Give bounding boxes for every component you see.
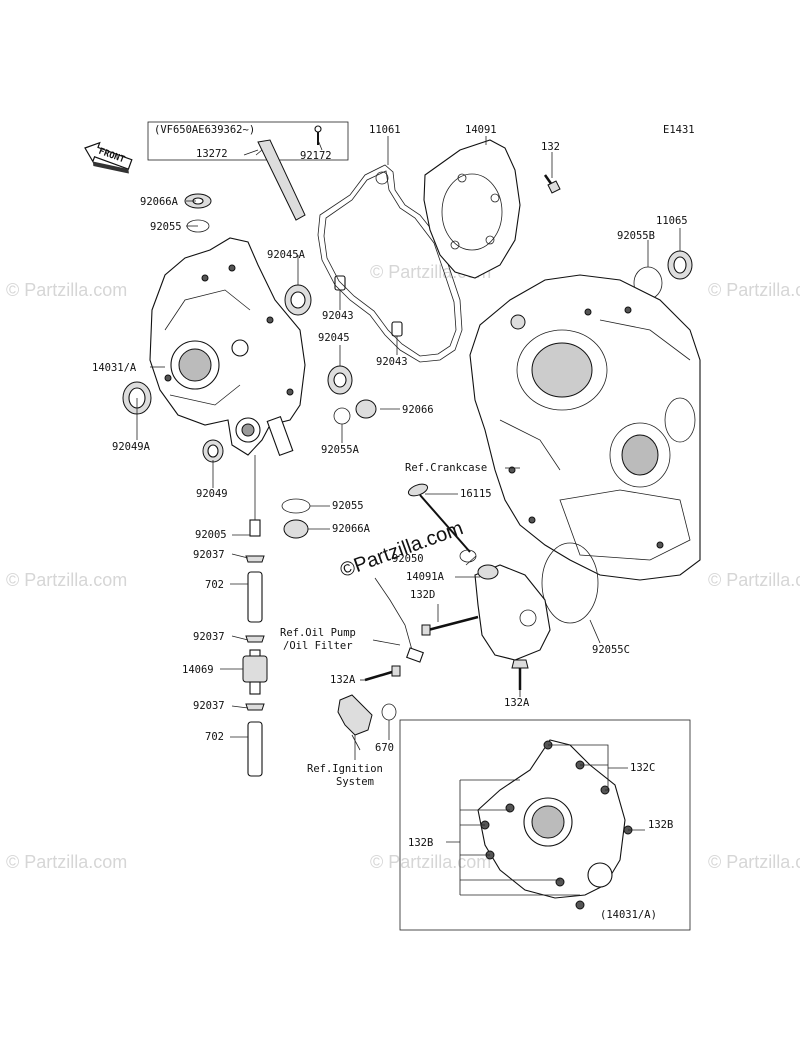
part-132A-bolt (511, 659, 529, 690)
ref-ignition[interactable]: Ref.Ignition (307, 763, 383, 775)
part-14031A-cover (149, 237, 306, 457)
part-702-hose (247, 571, 263, 623)
callout-92066A[interactable]: 92066A (332, 523, 370, 535)
callout-132D[interactable]: 132D (410, 589, 436, 601)
watermark: © Partzilla.com (708, 280, 800, 300)
part-92055A-oring (333, 407, 351, 425)
callout-92055[interactable]: 92055 (332, 500, 364, 512)
part-16115-dipstick (407, 483, 471, 553)
part-92066A-plug (283, 519, 309, 539)
callout-132B[interactable]: 132B (408, 837, 434, 849)
callout-14091[interactable]: 14091 (465, 124, 497, 136)
callout-14031A[interactable]: 14031/A (92, 362, 137, 374)
callout-92037[interactable]: 92037 (193, 631, 225, 643)
callout-14091A[interactable]: 14091A (406, 571, 444, 583)
part-92043-dowel (334, 275, 346, 291)
part-13272 (257, 139, 306, 221)
callout-11065[interactable]: 11065 (656, 215, 688, 227)
part-ignition-ref (337, 694, 373, 751)
part-92037-clamp (245, 635, 265, 643)
callout-92043[interactable]: 92043 (376, 356, 408, 368)
callout-92055[interactable]: 92055 (150, 221, 182, 233)
callout-92049[interactable]: 92049 (196, 488, 228, 500)
callout-132A[interactable]: 132A (504, 697, 530, 709)
part-14091A-cover (474, 564, 551, 661)
serial-bracket (147, 121, 349, 161)
part-14091-plate (423, 139, 521, 279)
part-92037-clamp (245, 703, 265, 711)
watermark: © Partzilla.com (6, 570, 128, 590)
part-92043-dowel (391, 321, 403, 337)
part-crankcase-ref (469, 274, 701, 581)
callout-702[interactable]: 702 (205, 731, 224, 743)
callout-11061[interactable]: 11061 (369, 124, 401, 136)
part-92172 (314, 125, 322, 145)
watermark: © Partzilla.com (708, 852, 800, 872)
inset-box (399, 719, 691, 931)
part-92037-clamp (245, 555, 265, 563)
ref-oil-filter[interactable]: /Oil Filter (283, 640, 353, 652)
part-670-oring (381, 703, 397, 721)
part-92066-plug (355, 399, 377, 419)
callout-92045A[interactable]: 92045A (267, 249, 305, 261)
part-92055C-oring (541, 542, 599, 624)
part-92005-fitting (249, 519, 261, 537)
callout-16115[interactable]: 16115 (460, 488, 492, 500)
diagram-code: E1431 (663, 124, 695, 136)
callout-92055B[interactable]: 92055B (617, 230, 655, 242)
part-132D-bolt (421, 615, 479, 636)
callout-92055A[interactable]: 92055A (321, 444, 359, 456)
callout-92043[interactable]: 92043 (322, 310, 354, 322)
serial-note: (VF650AE639362~) (154, 124, 256, 136)
callout-92066A[interactable]: 92066A (140, 196, 178, 208)
front-arrow-icon (84, 141, 133, 174)
part-11061-gasket (317, 164, 463, 363)
inset-cover-drawing (477, 739, 633, 910)
callout-92037[interactable]: 92037 (193, 549, 225, 561)
callout-670[interactable]: 670 (375, 742, 394, 754)
callout-92172[interactable]: 92172 (300, 150, 332, 162)
part-132-bolt (543, 174, 561, 194)
part-702-hose (247, 721, 263, 777)
callout-13272[interactable]: 13272 (196, 148, 228, 160)
callout-92050[interactable]: 92050 (392, 553, 424, 565)
watermark: © Partzilla.com (6, 280, 128, 300)
part-14069-filter (242, 649, 268, 695)
watermark: © Partzilla.com (6, 852, 128, 872)
callout-92066[interactable]: 92066 (402, 404, 434, 416)
callout-92045[interactable]: 92045 (318, 332, 350, 344)
callout-92049A[interactable]: 92049A (112, 441, 150, 453)
ref-crankcase[interactable]: Ref.Crankcase (405, 462, 488, 474)
callout-132B[interactable]: 132B (648, 819, 674, 831)
callout-702[interactable]: 702 (205, 579, 224, 591)
inset-label: (14031/A) (600, 909, 657, 921)
part-92050-oring (459, 549, 477, 563)
part-92055-oring (281, 498, 311, 514)
callout-132C[interactable]: 132C (630, 762, 656, 774)
part-132A-bolt (364, 665, 401, 682)
callout-132[interactable]: 132 (541, 141, 560, 153)
callout-132A[interactable]: 132A (330, 674, 356, 686)
ref-oil-pump[interactable]: Ref.Oil Pump (280, 627, 356, 639)
leader-lines (136, 136, 681, 760)
ref-ignition-system[interactable]: System (336, 776, 374, 788)
callout-92055C[interactable]: 92055C (592, 644, 630, 656)
callout-92005[interactable]: 92005 (195, 529, 227, 541)
watermark: © Partzilla.com (708, 570, 800, 590)
callout-14069[interactable]: 14069 (182, 664, 214, 676)
callout-92037[interactable]: 92037 (193, 700, 225, 712)
